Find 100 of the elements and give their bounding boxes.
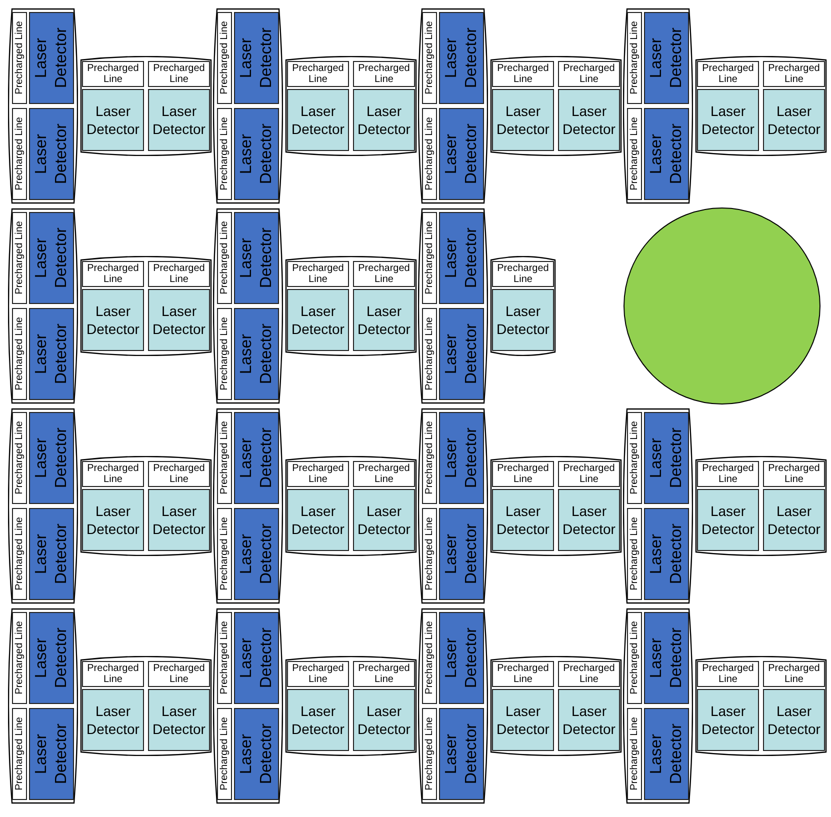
detector-panel (234, 412, 279, 504)
line-tag (12, 508, 27, 600)
line-tag (353, 661, 415, 687)
detector-panel (353, 489, 415, 551)
line-tag (12, 708, 27, 800)
detector-panel (763, 89, 825, 151)
tag-text: Precharged Line (357, 463, 411, 485)
detector-panel (82, 689, 144, 751)
panel-text: Laser Detector (646, 122, 686, 186)
detector-panel (287, 89, 349, 151)
panel-text: Laser Detector (766, 702, 822, 738)
detector-panel (644, 508, 689, 600)
tag-text: Precharged Line (562, 663, 616, 685)
line-tag (422, 508, 437, 600)
detector-panel (234, 508, 279, 600)
line-tag (217, 412, 232, 504)
panel-text: Laser Detector (646, 722, 686, 786)
detector-panel (644, 412, 689, 504)
circle (624, 208, 820, 404)
panel-text: Laser Detector (496, 702, 550, 738)
line-tag (82, 261, 144, 287)
line-tag (217, 612, 232, 704)
detector-panel (82, 89, 144, 151)
detector-panel (492, 289, 554, 351)
detector-panel (353, 289, 415, 351)
line-tag (422, 12, 437, 104)
detector-panel (763, 489, 825, 551)
line-tag (353, 261, 415, 287)
line-tag (12, 212, 27, 304)
tag-text: Precharged Line (496, 63, 550, 85)
tag-text: Precharged Line (629, 117, 640, 191)
tag-text: Precharged Line (14, 717, 25, 791)
panel-text: Laser Detector (646, 426, 686, 490)
tag-text: Precharged Line (424, 421, 435, 495)
panel-text: Laser Detector (646, 626, 686, 690)
detector-panel (287, 689, 349, 751)
tag-text: Precharged Line (496, 463, 550, 485)
detector-panel (492, 89, 554, 151)
detector-panel (697, 89, 759, 151)
panel-text: Laser Detector (562, 502, 616, 538)
line-tag (148, 61, 210, 87)
detector-panel (763, 689, 825, 751)
panel-text: Laser Detector (152, 702, 206, 738)
detector-panel (558, 89, 620, 151)
panel-text: Laser Detector (356, 102, 412, 138)
tag-text: Precharged Line (357, 263, 411, 285)
tag-text: Precharged Line (219, 221, 230, 295)
panel-text: Laser Detector (236, 626, 276, 690)
panel-text: Laser Detector (646, 26, 686, 90)
line-tag (627, 12, 642, 104)
panel-text: Laser Detector (442, 522, 480, 586)
line-tag (558, 661, 620, 687)
tag-text: Precharged Line (701, 63, 755, 85)
tag-text: Precharged Line (767, 63, 821, 85)
detector-panel (439, 612, 484, 704)
panel-text: Laser Detector (562, 702, 616, 738)
detector-panel (29, 308, 74, 400)
tag-text: Precharged Line (219, 317, 230, 391)
panel-text: Laser Detector (32, 122, 70, 186)
tag-text: Precharged Line (562, 63, 616, 85)
tag-text: Precharged Line (629, 517, 640, 591)
detector-panel (697, 689, 759, 751)
detector-panel (353, 89, 415, 151)
panel-text: Laser Detector (236, 122, 276, 186)
line-tag (697, 61, 759, 87)
tag-text: Precharged Line (357, 663, 411, 685)
line-tag (148, 461, 210, 487)
tag-text: Precharged Line (291, 63, 345, 85)
detector-panel (82, 289, 144, 351)
panel-text: Laser Detector (32, 226, 70, 290)
line-tag (148, 661, 210, 687)
detector-panel (29, 612, 74, 704)
detector-panel (234, 308, 279, 400)
panel-text: Laser Detector (496, 102, 550, 138)
panel-text: Laser Detector (442, 226, 480, 290)
line-tag (492, 261, 554, 287)
tag-text: Precharged Line (424, 621, 435, 695)
detector-panel (492, 689, 554, 751)
detector-panel (558, 489, 620, 551)
panel-text: Laser Detector (442, 322, 480, 386)
panel-text: Laser Detector (152, 502, 206, 538)
line-tag (697, 661, 759, 687)
panel-text: Laser Detector (86, 702, 140, 738)
detector-panel (492, 489, 554, 551)
tag-text: Precharged Line (14, 517, 25, 591)
tag-text: Precharged Line (424, 317, 435, 391)
detector-panel (439, 508, 484, 600)
detector-panel (287, 289, 349, 351)
tag-text: Precharged Line (14, 421, 25, 495)
detector-panel (29, 12, 74, 104)
tag-text: Precharged Line (629, 421, 640, 495)
line-tag (627, 108, 642, 200)
panel-text: Laser Detector (442, 122, 480, 186)
detector-panel (644, 12, 689, 104)
line-tag (422, 612, 437, 704)
tag-text: Precharged Line (424, 117, 435, 191)
tag-text: Precharged Line (219, 21, 230, 95)
panel-text: Laser Detector (236, 722, 276, 786)
tag-text: Precharged Line (629, 717, 640, 791)
tag-text: Precharged Line (152, 63, 206, 85)
